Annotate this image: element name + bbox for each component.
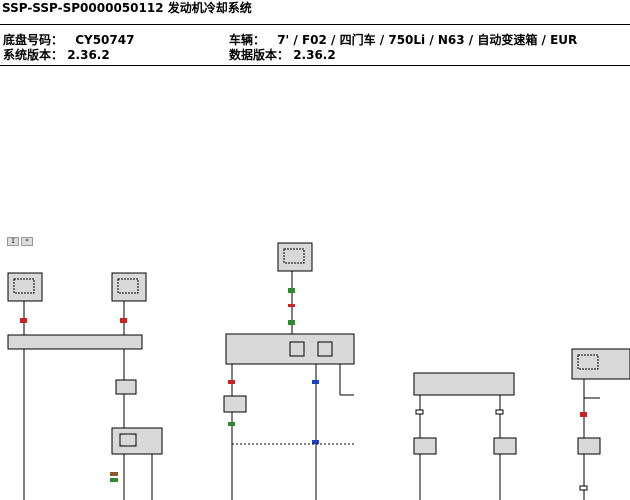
connector-red (288, 304, 295, 307)
connector-brown (110, 472, 118, 476)
system-version-label: 系统版本： (3, 48, 64, 62)
component-left2-sensor[interactable] (111, 272, 147, 302)
component-far-right-switch[interactable] (577, 437, 601, 455)
data-version-label: 数据版本： (229, 48, 290, 62)
connector-blue (312, 440, 319, 444)
component-right-switch-1[interactable] (413, 437, 437, 455)
connector-red (580, 412, 587, 417)
vehicle-info: 车辆： 7' / F02 / 四门车 / 750Li / N63 / 自动变速箱… (229, 33, 577, 47)
component-top-center-sensor[interactable] (277, 242, 313, 272)
wiring-diagram[interactable] (0, 228, 630, 500)
component-left-sensor[interactable] (7, 272, 43, 302)
connector-green (288, 320, 295, 325)
component-far-right-sensor[interactable] (571, 348, 630, 380)
zoom-button[interactable]: I (7, 237, 19, 246)
data-version-value: 2.36.2 (293, 48, 336, 62)
system-version: 系统版本： 2.36.2 (3, 48, 110, 62)
component-bus-module[interactable] (7, 334, 143, 350)
connector-white (415, 409, 424, 415)
header-divider (0, 24, 630, 25)
component-control-module[interactable] (111, 427, 163, 455)
chassis-label: 底盘号码： (3, 33, 64, 47)
component-relay[interactable] (115, 379, 137, 395)
component-engine-ecu[interactable] (225, 333, 355, 365)
document-title: SSP-SSP-SP0000050112 发动机冷却系统 (2, 1, 252, 15)
chassis-number: 底盘号码： CY50747 (3, 33, 134, 47)
info-divider (0, 65, 630, 66)
connector-red (228, 380, 235, 384)
component-right-relay-bar[interactable] (413, 372, 515, 396)
component-right-switch-2[interactable] (493, 437, 517, 455)
connector-white (579, 485, 588, 491)
connector-green (288, 288, 295, 293)
connector-green (228, 422, 235, 426)
vehicle-value: 7' / F02 / 四门车 / 750Li / N63 / 自动变速箱 / E… (277, 33, 578, 47)
connector-red (20, 318, 27, 323)
data-version: 数据版本： 2.36.2 (229, 48, 336, 62)
vehicle-label: 车辆： (229, 33, 266, 47)
connector-red (120, 318, 127, 323)
settings-button[interactable]: * (21, 237, 33, 246)
system-version-value: 2.36.2 (67, 48, 110, 62)
connector-blue (312, 380, 319, 384)
component-valve[interactable] (223, 395, 247, 413)
connector-green (110, 478, 118, 482)
chassis-value: CY50747 (75, 33, 135, 47)
connector-white (495, 409, 504, 415)
